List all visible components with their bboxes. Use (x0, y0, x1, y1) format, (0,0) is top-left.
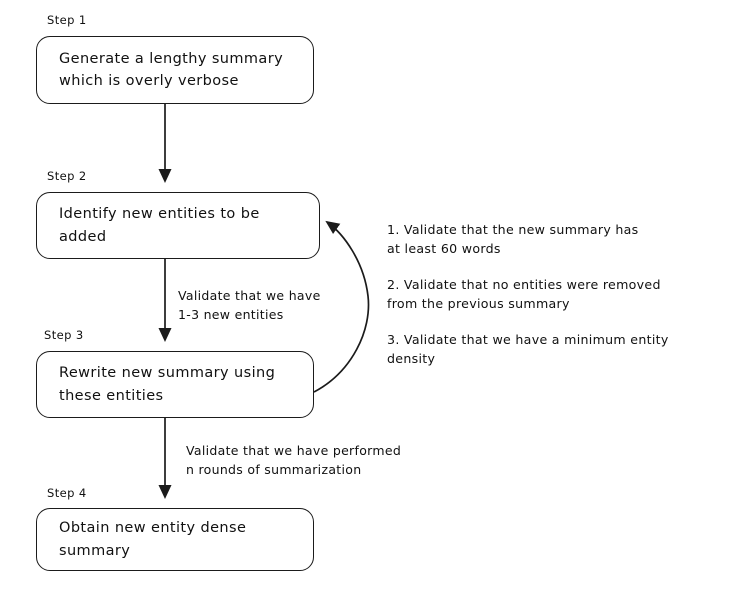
step-tag-1: Step 1 (47, 13, 87, 27)
edge-label-step3-step4: Validate that we have performed n rounds… (186, 443, 402, 477)
node-step3[interactable]: Rewrite new summary using these entities (36, 351, 314, 418)
node-step2[interactable]: Identify new entities to be added (36, 192, 320, 259)
node-step4-label: Obtain new entity dense summary (59, 520, 247, 559)
node-step1[interactable]: Generate a lengthy summary which is over… (36, 36, 314, 104)
node-step1-label: Generate a lengthy summary which is over… (59, 50, 284, 89)
node-step4[interactable]: Obtain new entity dense summary (36, 508, 314, 571)
validation-note-1: 1. Validate that the new summary has at … (387, 222, 639, 256)
node-step3-label: Rewrite new summary using these entities (59, 365, 276, 404)
arrow-step3-step2-feedback (313, 220, 370, 393)
node-step2-label: Identify new entities to be added (59, 206, 260, 245)
step-tag-4: Step 4 (47, 486, 87, 500)
validation-note-3: 3. Validate that we have a minimum entit… (387, 332, 669, 366)
edge-label-step2-step3: Validate that we have 1-3 new entities (178, 288, 321, 322)
validation-note-2: 2. Validate that no entities were remove… (387, 277, 661, 311)
step-tag-2: Step 2 (47, 169, 87, 183)
step-tag-3: Step 3 (44, 328, 84, 342)
